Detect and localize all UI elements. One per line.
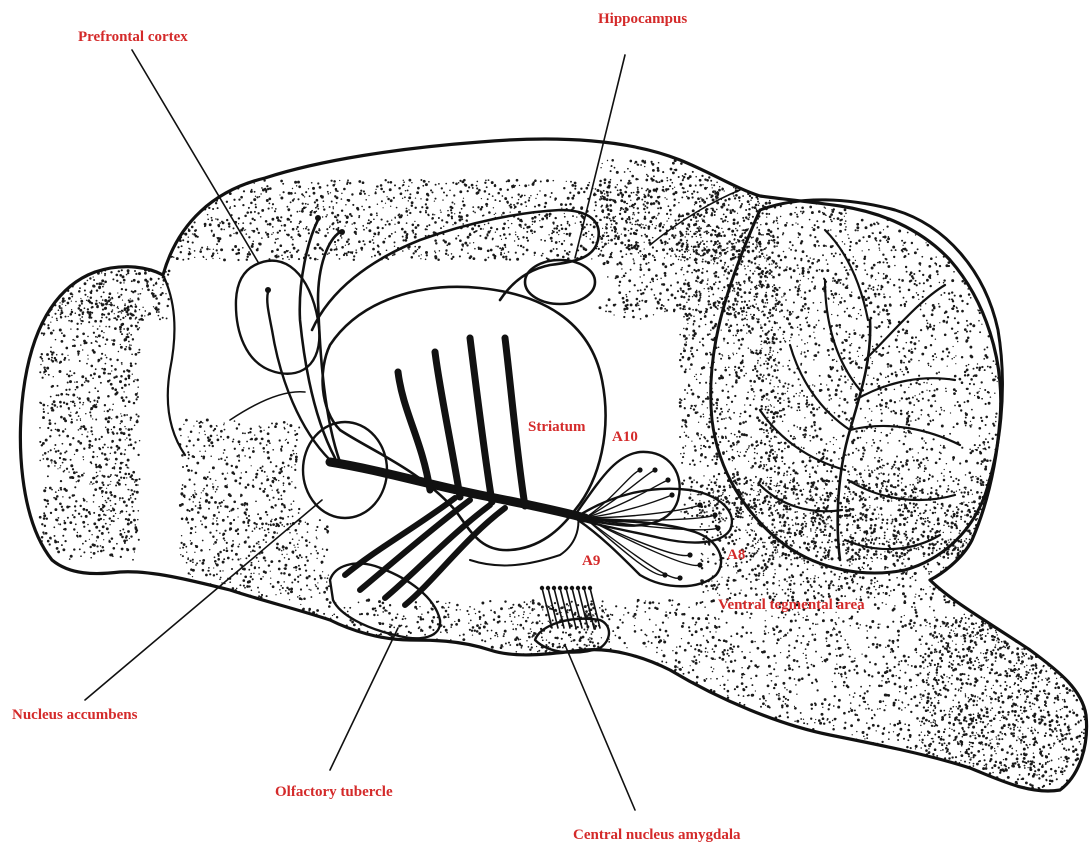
fiber-terminal <box>576 586 580 590</box>
olfactory-bulb-contour <box>163 275 185 455</box>
amygdala-fiber <box>578 588 588 628</box>
fiber-terminal <box>652 467 657 472</box>
ventral-fiber <box>345 498 455 575</box>
fiber-terminal <box>540 586 544 590</box>
ventral-fiber <box>385 505 490 598</box>
fiber-terminal <box>546 586 550 590</box>
fiber-terminal <box>662 572 667 577</box>
fiber-terminal <box>552 586 556 590</box>
cerebellum <box>711 200 1003 573</box>
striatal-fiber <box>398 372 430 490</box>
fiber-terminal <box>687 552 692 557</box>
fiber-terminal <box>558 586 562 590</box>
fiber-terminal <box>588 586 592 590</box>
label-a9: A9 <box>582 552 600 570</box>
ventral-fiber <box>360 500 470 590</box>
fiber-terminal <box>665 477 670 482</box>
fiber-terminal <box>715 525 720 530</box>
label-prefrontal-cortex: Prefrontal cortex <box>78 28 188 46</box>
fiber-terminal <box>712 512 717 517</box>
fiber-terminal <box>677 575 682 580</box>
fiber-terminal <box>697 502 702 507</box>
label-olfactory-tubercle: Olfactory tubercle <box>275 783 393 801</box>
amygdala-fiber <box>566 588 576 628</box>
fiber-terminal <box>315 215 321 221</box>
striatal-fiber <box>505 338 525 506</box>
label-ventral-tegmental-area: Ventral tegmental area <box>718 596 865 614</box>
fiber-terminal <box>570 586 574 590</box>
label-central-nucleus-amygdala: Central nucleus amygdala <box>573 826 741 844</box>
fiber-terminals <box>265 215 721 590</box>
central-amygdala-region <box>535 619 609 653</box>
label-hippocampus: Hippocampus <box>598 10 687 28</box>
brain-outline <box>20 139 1086 791</box>
hippocampus-ellipse <box>525 260 595 304</box>
striatal-fiber <box>435 352 460 497</box>
label-striatum: Striatum <box>528 418 586 436</box>
vta-fiber <box>585 495 672 518</box>
fiber-terminal <box>564 586 568 590</box>
label-nucleus-accumbens: Nucleus accumbens <box>12 706 137 724</box>
fiber-terminal <box>669 492 674 497</box>
fiber-terminal <box>582 586 586 590</box>
striatal-fiber <box>470 338 492 502</box>
fiber-terminal <box>697 562 702 567</box>
label-a10: A10 <box>612 428 638 446</box>
amygdala-fiber <box>572 588 582 628</box>
fiber-terminal <box>637 467 642 472</box>
fiber-terminal <box>265 287 271 293</box>
fiber-terminal <box>339 229 345 235</box>
label-a8: A8 <box>727 546 745 564</box>
stipple-shading <box>39 159 1087 801</box>
